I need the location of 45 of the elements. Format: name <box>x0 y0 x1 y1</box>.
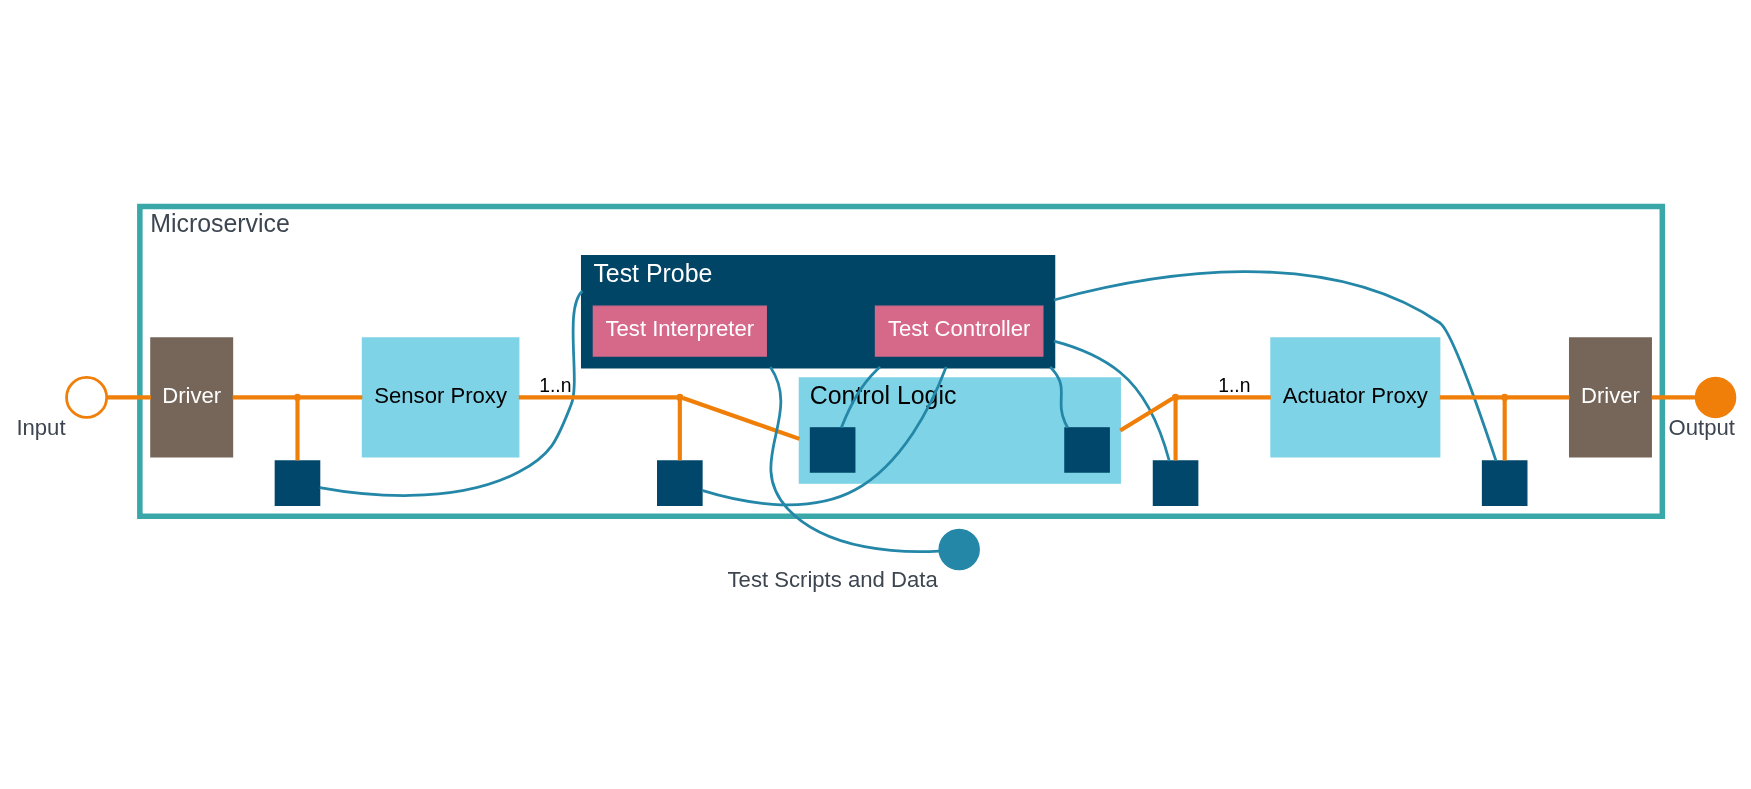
connector <box>840 365 881 428</box>
node-circle <box>938 528 980 570</box>
connector <box>677 400 682 460</box>
node-circle <box>65 375 109 419</box>
connector <box>1178 394 1271 399</box>
connector <box>701 366 948 506</box>
node-box <box>657 459 703 506</box>
node-box <box>1481 459 1528 506</box>
node-box: Actuator Proxy <box>1270 336 1441 458</box>
edge-label: 1..n <box>539 373 572 396</box>
node-box: Driver <box>1569 336 1652 458</box>
node-box <box>809 426 856 473</box>
node-box: Test Interpreter <box>592 304 767 357</box>
node-box: Test Controller <box>874 304 1044 357</box>
connector <box>1502 400 1507 460</box>
connector <box>319 289 584 497</box>
node-label: Test Scripts and Data <box>727 566 938 592</box>
connector <box>300 394 363 399</box>
node-point <box>1171 393 1180 401</box>
node-circle <box>1694 376 1737 418</box>
node-box <box>274 459 321 506</box>
connector <box>106 394 151 399</box>
connector <box>1439 394 1502 399</box>
connector <box>1053 339 1171 461</box>
connector <box>295 400 300 460</box>
connector <box>1053 269 1498 461</box>
connector <box>518 394 677 399</box>
node-point <box>293 393 302 401</box>
connector <box>1173 400 1178 460</box>
connector <box>1507 394 1570 399</box>
connector <box>1651 394 1696 399</box>
connector <box>1119 396 1174 432</box>
connector <box>769 365 940 553</box>
node-point <box>676 393 684 401</box>
connector <box>1049 365 1069 428</box>
node-label: Output <box>1668 414 1735 440</box>
node-box <box>1152 459 1199 506</box>
edge-label: 1..n <box>1218 373 1251 396</box>
node-label: Input <box>16 414 66 440</box>
node-box: Sensor Proxy <box>361 336 520 458</box>
node-point <box>1501 393 1509 401</box>
node-box: Driver <box>150 336 234 458</box>
node-box <box>1064 426 1110 473</box>
connector <box>232 394 295 399</box>
connector <box>682 395 801 441</box>
